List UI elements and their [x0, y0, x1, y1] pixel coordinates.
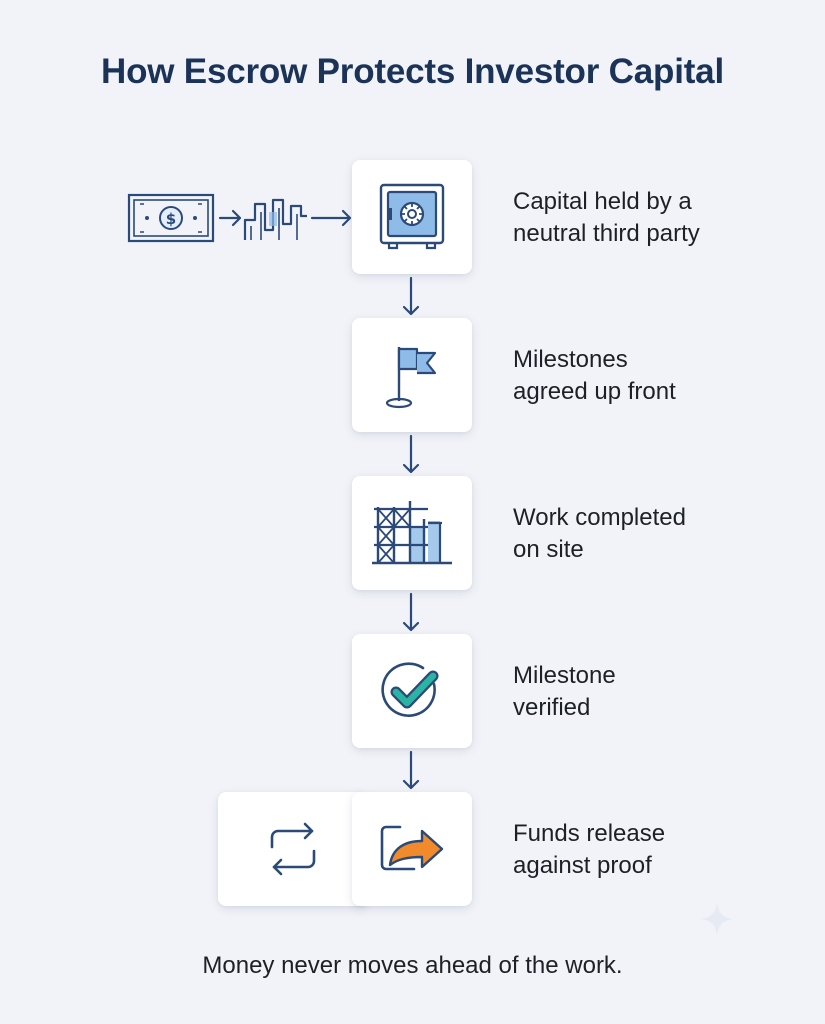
down-arrow-icon — [402, 750, 420, 790]
page-title: How Escrow Protects Investor Capital — [101, 52, 724, 91]
cycle-icon — [270, 822, 316, 876]
down-arrow-icon — [402, 592, 420, 632]
banknote-icon: $ — [127, 193, 215, 243]
down-arrow-icon — [402, 434, 420, 474]
step-card-safe — [352, 160, 472, 274]
footer-tagline: Money never moves ahead of the work. — [202, 952, 623, 979]
down-arrow-icon — [402, 276, 420, 316]
step-card-verified — [352, 634, 472, 748]
release-arrow-icon — [380, 825, 444, 871]
flow-arrow-icon — [310, 209, 352, 227]
flow-arrow-icon — [218, 209, 242, 227]
svg-text:$: $ — [166, 210, 176, 228]
flag-icon — [385, 347, 437, 409]
cash-flow-icon — [243, 198, 307, 240]
sparkle-icon — [700, 902, 734, 936]
check-circle-icon — [381, 662, 439, 717]
scaffolding-icon — [372, 501, 452, 565]
step-card-scaffolding — [352, 476, 472, 590]
step-card-flag — [352, 318, 472, 432]
safe-icon — [379, 183, 445, 250]
step-card-release — [352, 792, 472, 906]
cycle-card — [218, 792, 368, 906]
